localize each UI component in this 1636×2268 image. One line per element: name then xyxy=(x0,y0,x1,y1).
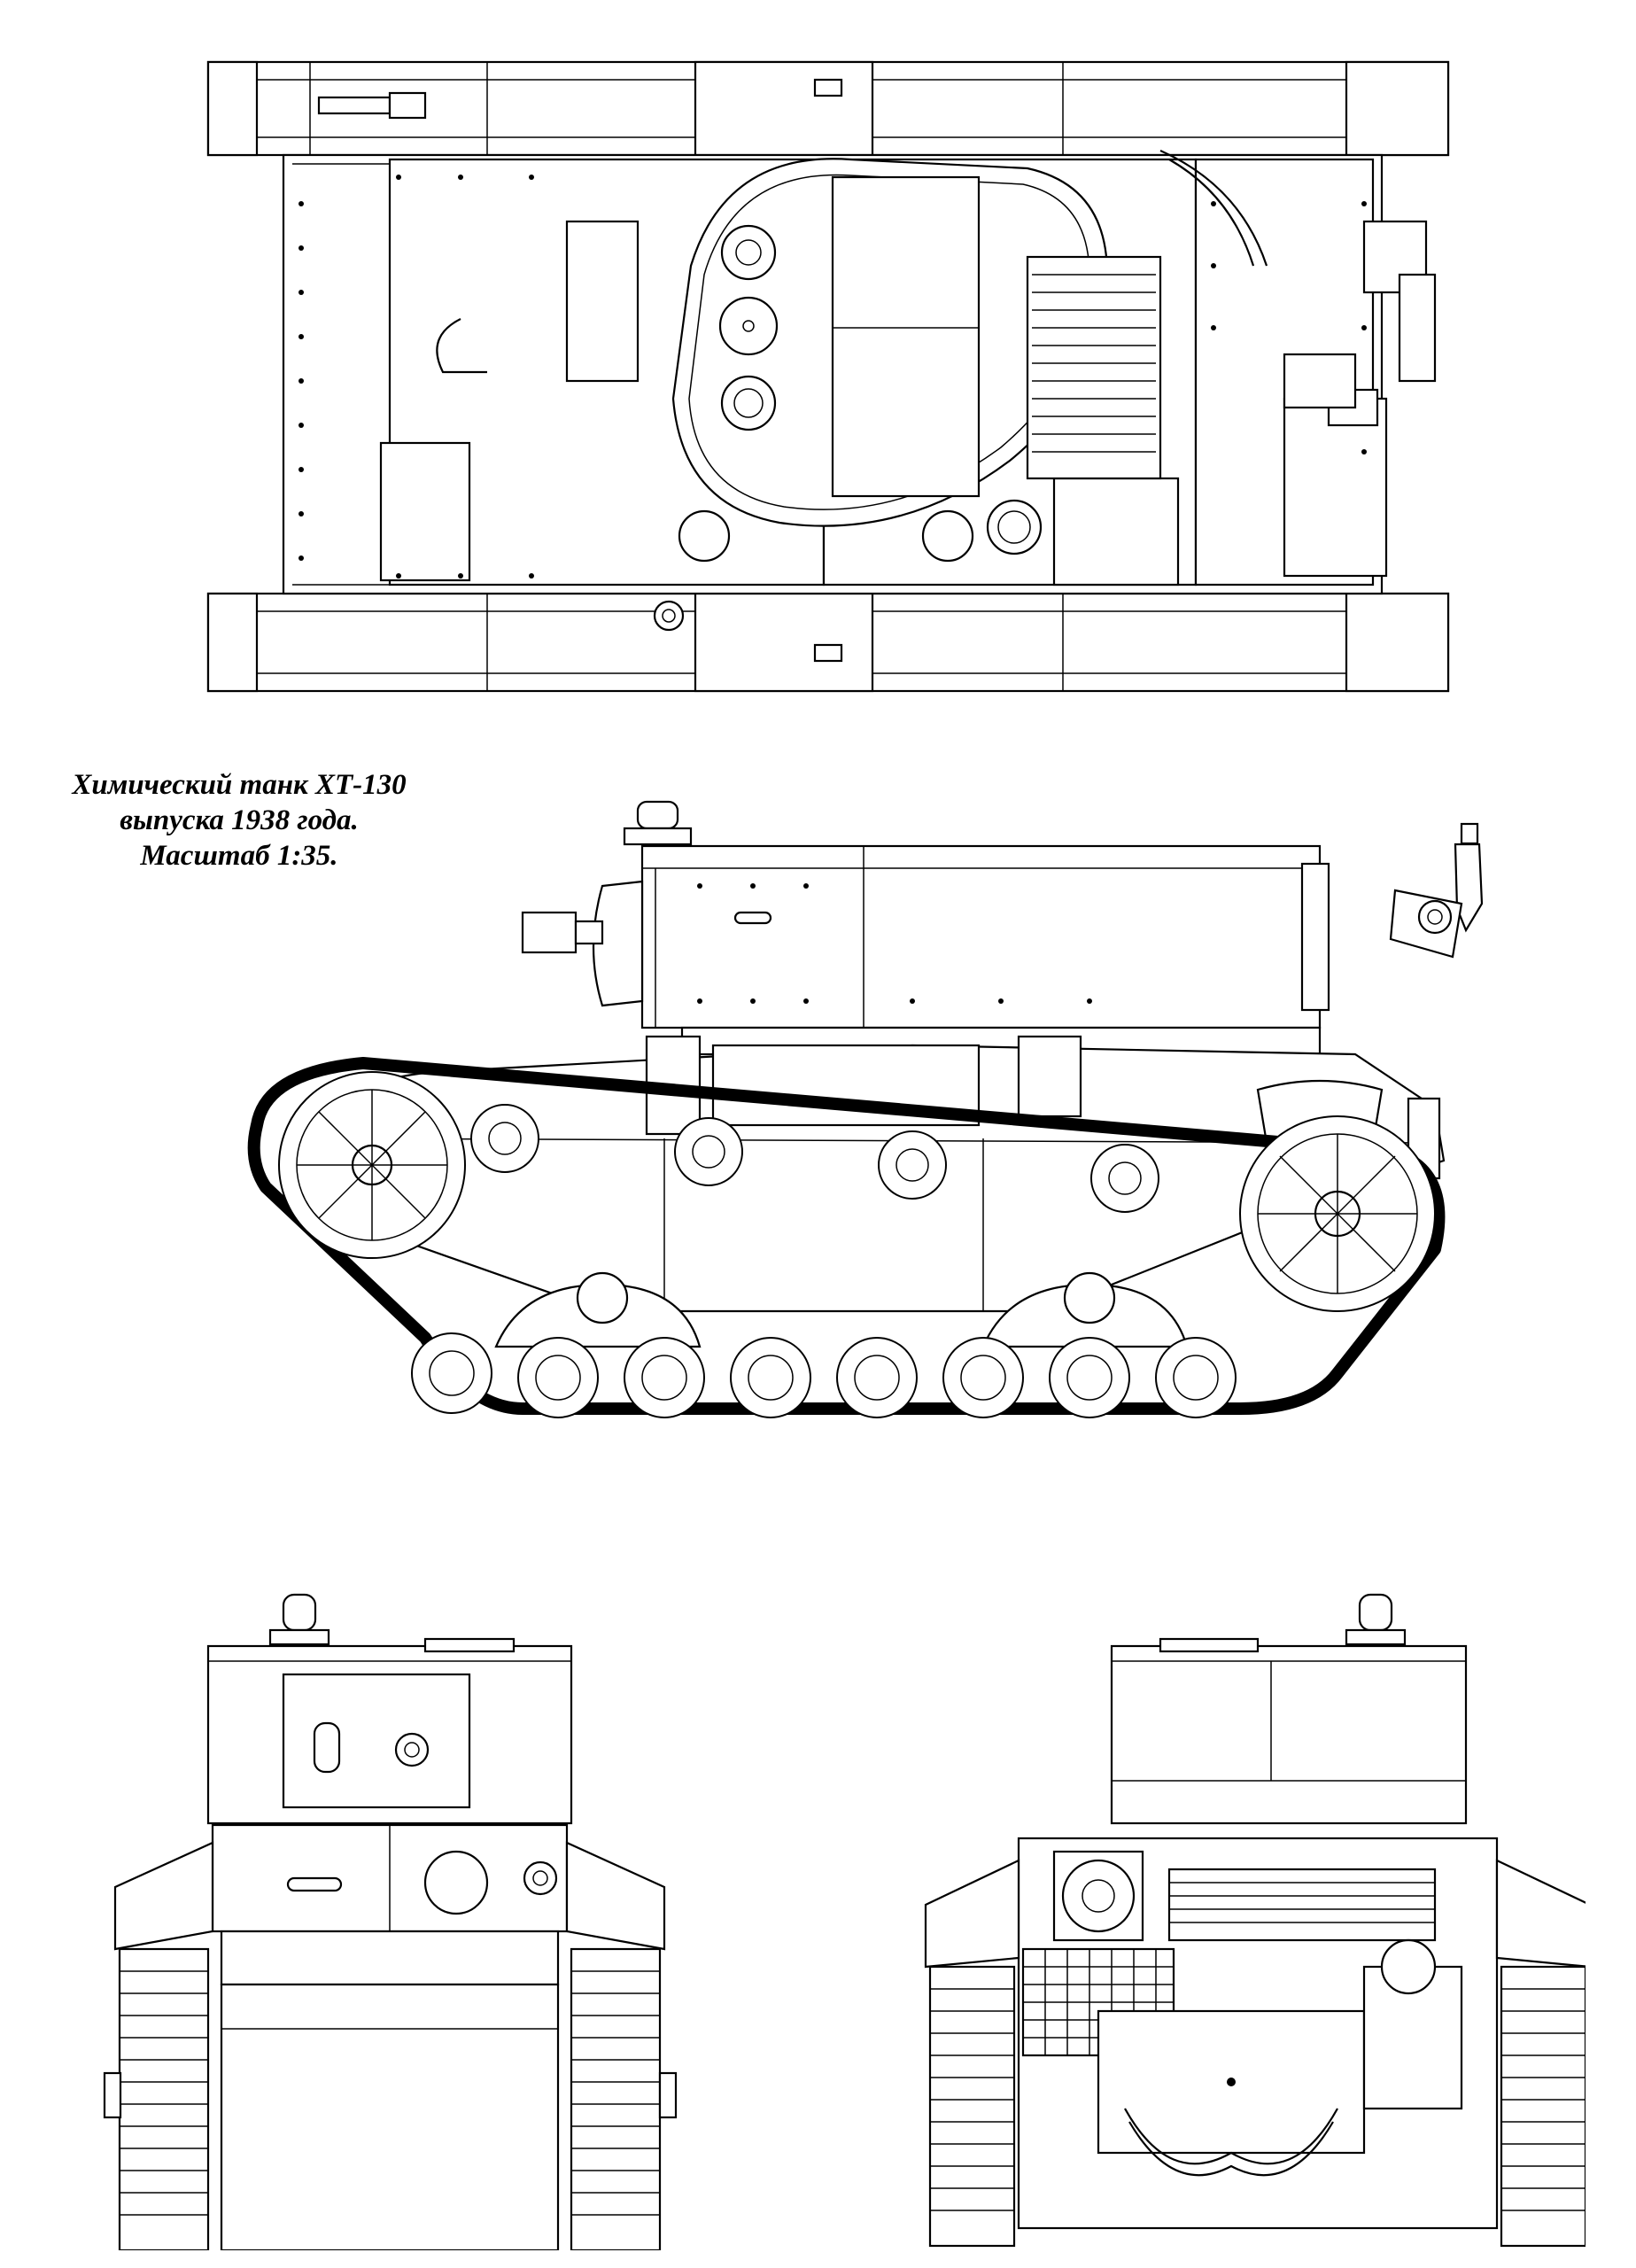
front-view xyxy=(103,1593,678,2250)
caption-year: выпуска 1938 года. xyxy=(120,804,359,836)
detail-view xyxy=(1389,822,1484,959)
drawing-caption: Химический танк ХТ-130 выпуска 1938 года… xyxy=(27,767,452,874)
top-view xyxy=(206,60,1450,693)
rear-view xyxy=(924,1593,1586,2248)
caption-scale: Масштаб 1:35. xyxy=(140,840,338,872)
side-view xyxy=(247,800,1446,1418)
caption-title: Химический танк ХТ-130 xyxy=(72,769,407,801)
